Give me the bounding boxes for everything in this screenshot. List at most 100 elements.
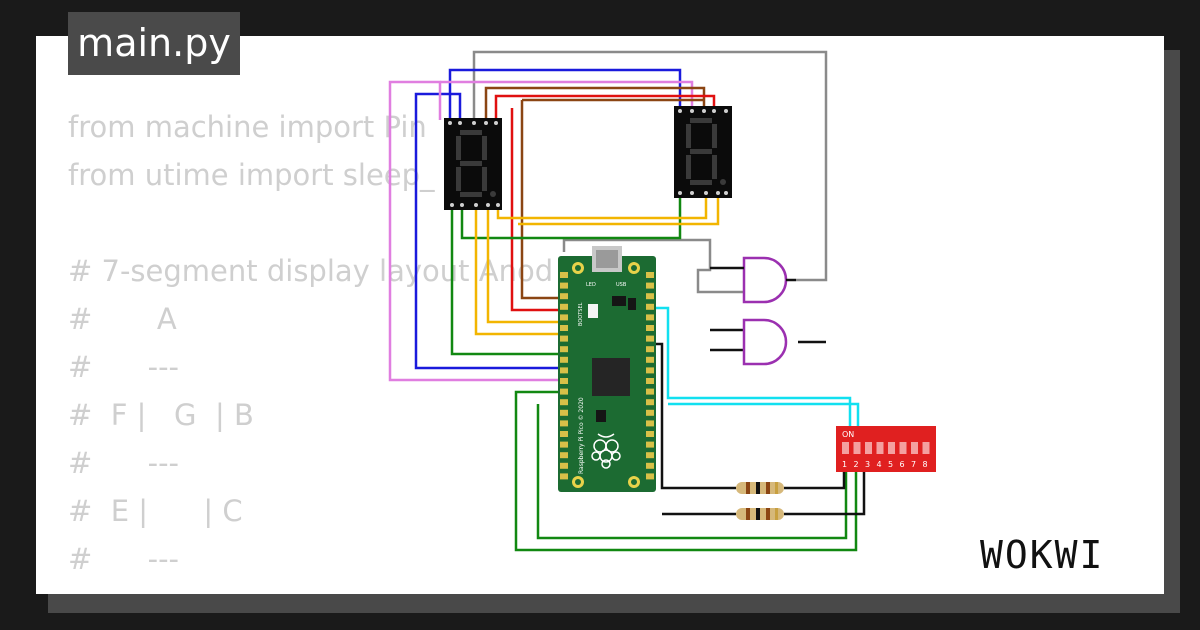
dip-position-label: 1 <box>842 460 847 469</box>
pins-left <box>560 272 568 480</box>
pico-pin <box>560 272 568 278</box>
pico-pin <box>560 399 568 406</box>
pico-pin <box>560 473 568 480</box>
wire-yellow-4 <box>518 196 720 226</box>
wire-black-1 <box>654 342 736 490</box>
pico-pin <box>560 356 568 363</box>
rp2040-chip <box>592 358 630 396</box>
dip-toggle[interactable] <box>853 442 861 454</box>
wokwi-logo: WOKWI <box>980 533 1104 577</box>
seven-segment-display-left[interactable] <box>444 118 502 210</box>
pico-pin <box>560 409 568 416</box>
dip-position-label: 7 <box>911 460 916 469</box>
dip-toggle[interactable] <box>865 442 872 454</box>
code-line: # --- <box>68 542 180 576</box>
pico-pin <box>646 431 654 437</box>
pico-pin <box>560 314 568 321</box>
dip-toggle[interactable] <box>899 442 907 454</box>
pico-pin <box>646 409 654 416</box>
dip-toggle[interactable] <box>922 442 930 454</box>
wire-violet <box>388 80 566 382</box>
dip-position-label: 3 <box>865 460 870 469</box>
wire-black-2b <box>784 472 866 516</box>
pico-pin <box>646 293 654 300</box>
wire-red-top <box>494 94 716 120</box>
usb-label: USB <box>616 282 627 288</box>
dip-position-label: 6 <box>900 460 905 469</box>
pico-pin <box>646 272 654 278</box>
pico-pin <box>646 314 654 321</box>
wires <box>388 50 866 552</box>
led-label: LED <box>586 282 596 288</box>
pico-pin <box>646 462 654 469</box>
wokwi-logo-text: WOKWI <box>980 533 1104 577</box>
resistor-1[interactable] <box>736 482 784 494</box>
pico-pin <box>646 452 654 459</box>
dip-toggle[interactable] <box>876 442 884 454</box>
wire-blue-outer <box>414 92 566 370</box>
pico-logo-text: Raspberry Pi Pico © 2020 <box>578 397 585 474</box>
bootsel-label: BOOTSEL <box>578 302 584 326</box>
file-tab-main-py[interactable]: main.py <box>68 12 240 75</box>
pico-pin <box>560 378 568 384</box>
raspberry-pi-pico[interactable]: LED USB BOOTSEL Raspberry Pi Pico © 2020 <box>558 246 656 492</box>
wire-yellow-3 <box>496 196 708 220</box>
pico-pin <box>646 356 654 363</box>
seven-segment-display-right[interactable] <box>674 106 732 198</box>
circuit-diagram: LED USB BOOTSEL Raspberry Pi Pico © 2020 <box>388 50 936 552</box>
dip-position-label: 4 <box>877 460 882 469</box>
code-line: # A <box>68 302 177 336</box>
pico-pin <box>560 441 568 448</box>
pico-pin <box>560 420 568 427</box>
pico-pin <box>560 335 568 342</box>
code-line: # --- <box>68 446 180 480</box>
bootsel-button[interactable] <box>588 304 598 318</box>
pico-pin <box>646 346 654 353</box>
wire-black-1b <box>784 472 846 490</box>
dip-toggle[interactable] <box>911 442 918 454</box>
and-gate-bottom[interactable] <box>742 318 788 366</box>
pico-pin <box>646 399 654 406</box>
wire-brown-top <box>484 86 706 120</box>
pico-pin <box>560 303 568 310</box>
code-line: # F | G | B <box>68 398 254 432</box>
wire-cyan <box>654 306 852 428</box>
preview-card: from machine import Pin from utime impor… <box>36 36 1164 594</box>
and-gate-top[interactable] <box>710 256 796 304</box>
wire-gray-gate <box>562 238 744 294</box>
dip-toggle[interactable] <box>888 442 895 454</box>
wire-brown <box>520 100 566 300</box>
pico-pin <box>646 282 654 289</box>
pico-pin <box>646 325 654 331</box>
pico-pin <box>646 420 654 427</box>
wire-green-bottom <box>514 390 858 552</box>
pico-pin <box>560 431 568 437</box>
wire-gray-top <box>472 50 828 282</box>
wire-cyan-2 <box>668 402 860 428</box>
pins-right <box>646 272 654 480</box>
pico-pin <box>646 473 654 480</box>
pico-pin <box>646 441 654 448</box>
code-line: # --- <box>68 350 180 384</box>
pico-pin <box>560 346 568 353</box>
wire-yellow-2 <box>486 210 566 324</box>
pico-pin <box>646 367 654 374</box>
dip-position-label: 2 <box>854 460 859 469</box>
code-line: # E | | C <box>68 494 243 528</box>
pico-pin <box>560 325 568 331</box>
dip-toggle[interactable] <box>842 442 849 454</box>
resistor-2[interactable] <box>736 508 784 520</box>
dip-toggles <box>842 442 930 454</box>
pico-pin <box>560 452 568 459</box>
pico-pin <box>646 388 654 395</box>
raspberry-logo-icon <box>591 433 621 469</box>
dip-on-label: ON <box>842 430 854 439</box>
pico-pin <box>560 388 568 395</box>
wire-red <box>510 108 566 312</box>
pico-pin <box>646 335 654 342</box>
pico-pin <box>560 367 568 374</box>
pico-pin <box>560 462 568 469</box>
code-line: # 7-segment display layout Anod <box>68 254 554 288</box>
pico-pin <box>560 282 568 289</box>
